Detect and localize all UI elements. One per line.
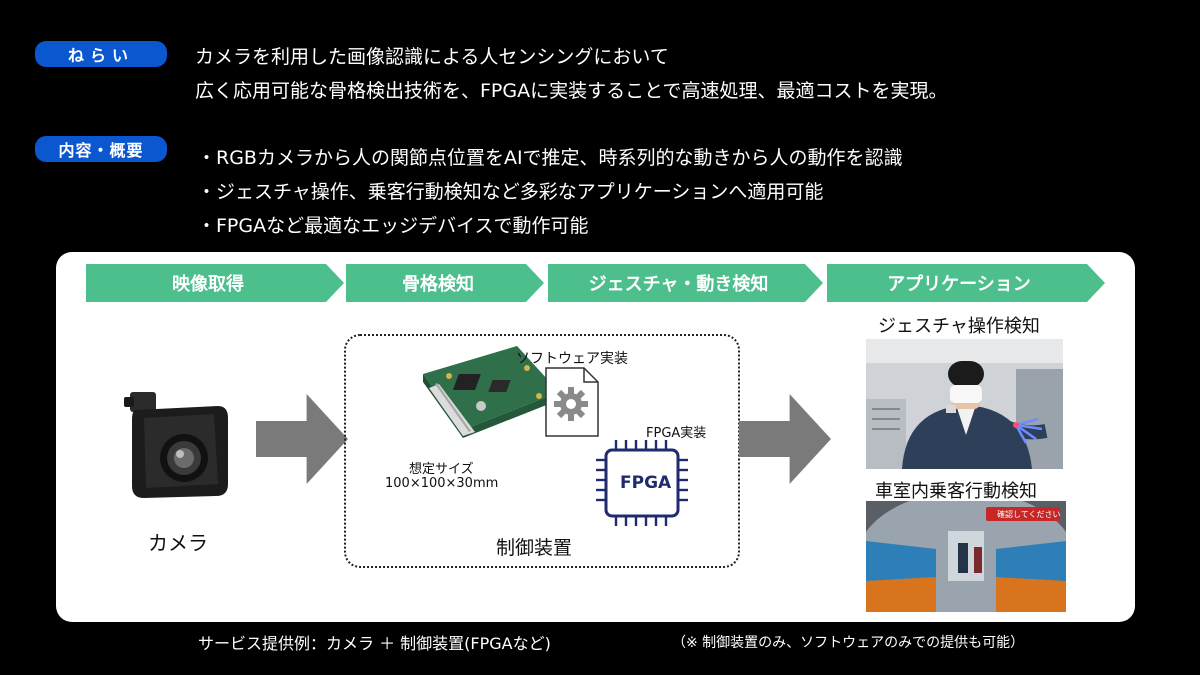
flow-arrow-2 — [739, 394, 831, 484]
step-application: アプリケーション — [827, 264, 1105, 302]
overview-line-1: ・RGBカメラから人の関節点位置をAIで推定、時系列的な動きから人の動作を認識 — [197, 147, 903, 169]
fpga-chip-icon — [596, 440, 688, 526]
control-device-label: 制御装置 — [496, 537, 573, 559]
assumed-size-label: 想定サイズ — [409, 462, 474, 477]
aim-line-2: 広く応用可能な骨格検出技術を、FPGAに実装することで高速処理、最適コストを実現… — [195, 80, 948, 102]
step-image-acquisition: 映像取得 — [86, 264, 344, 302]
software-gear-icon — [545, 367, 599, 437]
overview-badge: 内容・概要 — [35, 136, 167, 162]
cabin-detection-photo — [866, 501, 1066, 612]
software-implementation-label: ソフトウェア実装 — [516, 351, 628, 367]
service-example-text: サービス提供例：カメラ ＋ 制御装置(FPGAなど) — [198, 634, 551, 653]
step-skeleton-detection: 骨格検知 — [346, 264, 544, 302]
service-example-note: （※ 制御装置のみ、ソフトウェアのみでの提供も可能） — [672, 635, 1025, 651]
overview-line-2: ・ジェスチャ操作、乗客行動検知など多彩なアプリケーションへ適用可能 — [197, 181, 824, 203]
cabin-detection-label: 車室内乗客行動検知 — [875, 481, 1037, 502]
cabin-alert-banner: 確認してください — [997, 510, 1061, 519]
fpga-chip-text: FPGA — [620, 473, 672, 493]
gesture-detection-label: ジェスチャ操作検知 — [878, 316, 1040, 337]
overview-line-3: ・FPGAなど最適なエッジデバイスで動作可能 — [197, 215, 589, 237]
fpga-implementation-label: FPGA実装 — [646, 426, 707, 441]
circuit-board-image — [423, 346, 559, 438]
step-gesture-motion-detection: ジェスチャ・動き検知 — [548, 264, 823, 302]
camera-label: カメラ — [148, 531, 208, 555]
system-diagram-panel: 映像取得 骨格検知 ジェスチャ・動き検知 アプリケーション カメラ ソフトウェア… — [56, 252, 1135, 622]
aim-badge: ねらい — [35, 41, 167, 67]
flow-arrow-1 — [256, 394, 348, 484]
aim-line-1: カメラを利用した画像認識による人センシングにおいて — [195, 46, 669, 68]
assumed-size-value: 100×100×30mm — [385, 476, 499, 491]
camera-image — [124, 392, 228, 498]
gesture-detection-photo — [866, 339, 1063, 469]
